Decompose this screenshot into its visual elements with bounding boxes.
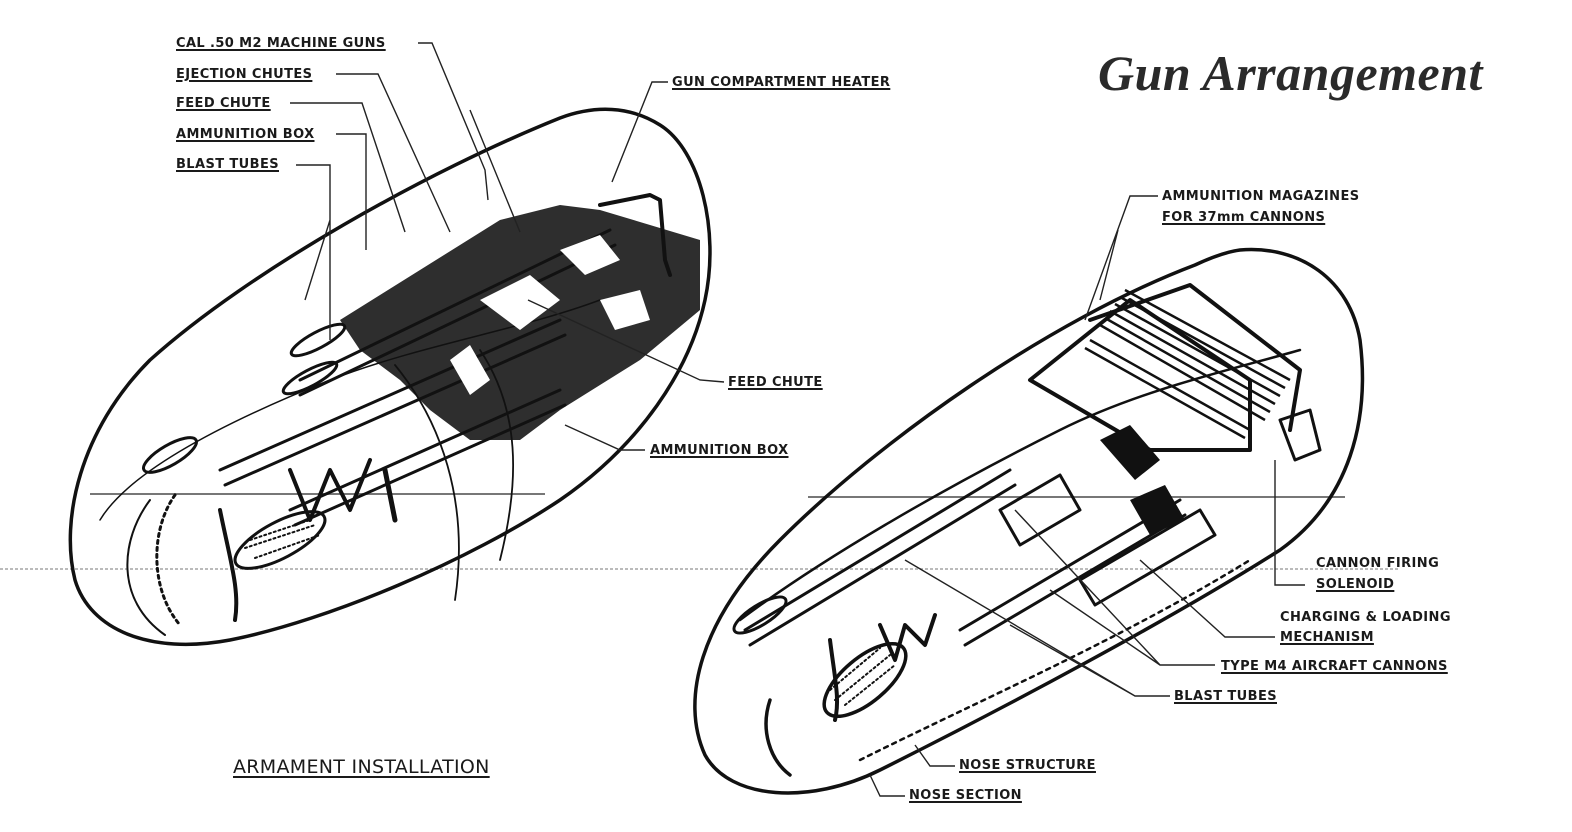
compartment-highlights [450, 235, 650, 395]
label-machine-guns: CAL .50 M2 MACHINE GUNS [176, 36, 386, 51]
nose-ring-dots [155, 493, 182, 627]
nose-shell-outline [68, 107, 712, 647]
label-ejection-chutes: EJECTION CHUTES [176, 67, 313, 82]
leader-feed-chute-right [527, 299, 725, 383]
leader-nose-structure [914, 744, 955, 767]
leader-blast-tubes-right [904, 559, 1170, 697]
cannon-receiver [998, 473, 1082, 547]
leader-blast-tubes [296, 164, 331, 340]
leader-ammunition-box-right [564, 424, 645, 451]
cannon-receiver [1078, 508, 1217, 607]
nose-window [822, 641, 908, 719]
leader-feed-chute-top [290, 102, 406, 233]
left-nose-drawing [68, 107, 712, 647]
page-title: Gun Arrangement [1098, 45, 1483, 101]
label-blast-tubes-left: BLAST TUBES [176, 157, 279, 172]
heater-pipe [598, 193, 672, 277]
leader-ammo-magazines [1084, 195, 1158, 321]
leader-cannons [1014, 509, 1215, 666]
leader-charging-mechanism [1139, 559, 1275, 638]
right-nose-drawing [693, 247, 1365, 795]
right-leader-lines [869, 195, 1305, 797]
nose-ring [764, 698, 792, 777]
label-feed-chute-right: FEED CHUTE [728, 375, 823, 390]
blast-tube [732, 595, 788, 635]
leader-ejection-chutes [336, 73, 451, 233]
magazine-frame [1088, 283, 1302, 432]
label-feed-chute-top: FEED CHUTE [176, 96, 271, 111]
label-nose-section: NOSE SECTION [909, 788, 1022, 803]
label-ammo-magazines-line2: FOR 37mm CANNONS [1162, 210, 1326, 225]
nose-frame-member [878, 613, 937, 662]
leader-nose-section [869, 774, 905, 797]
label-ammunition-box-top: AMMUNITION BOX [176, 127, 315, 142]
nose-window-hatching [244, 519, 321, 559]
nose-shell-outline [693, 247, 1365, 795]
nose-window [233, 510, 327, 570]
nose-window-hatching [829, 647, 896, 706]
nose-frame-member [288, 458, 372, 522]
label-nose-structure: NOSE STRUCTURE [959, 758, 1096, 773]
nose-ring [126, 499, 166, 636]
blast-tube [289, 322, 347, 358]
figure-caption-armament-installation: ARMAMENT INSTALLATION [233, 756, 490, 778]
nose-frame-member [218, 508, 239, 622]
cannon-barrel [743, 468, 1012, 632]
cannon-barrel [748, 483, 1017, 647]
blast-tube [281, 360, 339, 396]
leader-cannon-firing-solenoid [1274, 460, 1305, 586]
solenoid-bracket [1278, 408, 1322, 462]
label-charging-loading-line1: CHARGING & LOADING [1280, 610, 1451, 625]
label-charging-loading-line2: MECHANISM [1280, 630, 1374, 645]
leader-gun-heater [611, 81, 668, 183]
label-cannon-firing-line1: CANNON FIRING [1316, 556, 1440, 571]
blast-tube [142, 436, 198, 474]
cannon-barrel [963, 513, 1187, 647]
label-blast-tubes-right: BLAST TUBES [1174, 689, 1277, 704]
shell-lower-edge [858, 558, 1252, 762]
label-gun-compartment-heater: GUN COMPARTMENT HEATER [672, 75, 891, 90]
label-m4-cannons: TYPE M4 AIRCRAFT CANNONS [1221, 659, 1448, 674]
leader-machine-guns [418, 42, 521, 233]
magazine-rounds [1084, 288, 1291, 440]
label-ammunition-box-right: AMMUNITION BOX [650, 443, 789, 458]
nose-frame-member [382, 467, 398, 523]
label-ammo-magazines-line1: AMMUNITION MAGAZINES [1162, 189, 1360, 204]
leader-ammunition-box-top [336, 133, 367, 250]
receiver-shadow [1100, 425, 1185, 535]
left-leader-lines [290, 42, 725, 451]
label-cannon-firing-line2: SOLENOID [1316, 577, 1395, 592]
nose-frame-member [828, 638, 840, 722]
